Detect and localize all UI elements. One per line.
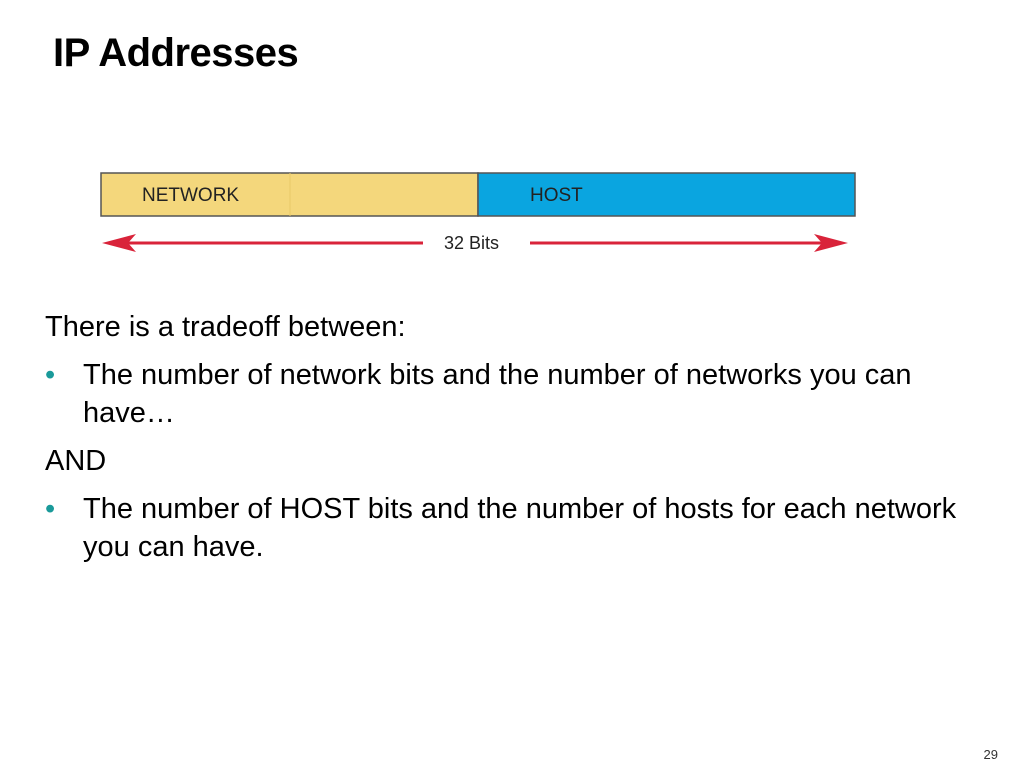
page-number: 29 (983, 747, 998, 762)
bullet-text-network: The number of network bits and the numbe… (83, 359, 912, 429)
slide-title: IP Addresses (53, 31, 299, 75)
bits-label: 32 Bits (444, 233, 499, 253)
network-label: NETWORK (142, 185, 239, 206)
intro-text: There is a tradeoff between: (45, 311, 406, 343)
bullet-item: • The number of network bits and the num… (45, 356, 965, 432)
bullet-dot-icon: • (45, 359, 56, 391)
slide-body: There is a tradeoff between: • The numbe… (45, 308, 965, 576)
host-label: HOST (530, 185, 583, 206)
bullet-item: • The number of HOST bits and the number… (45, 490, 965, 566)
ip-address-svg: NETWORK HOST 32 Bits (100, 172, 856, 253)
host-segment (477, 172, 856, 217)
right-arrowhead-icon (814, 234, 848, 252)
bullet-dot-icon: • (45, 493, 56, 525)
bullet-text-host: The number of HOST bits and the number o… (83, 493, 957, 563)
left-arrowhead-icon (102, 234, 136, 252)
connector-text: AND (45, 445, 107, 477)
ip-address-diagram: NETWORK HOST 32 Bits (90, 160, 870, 270)
